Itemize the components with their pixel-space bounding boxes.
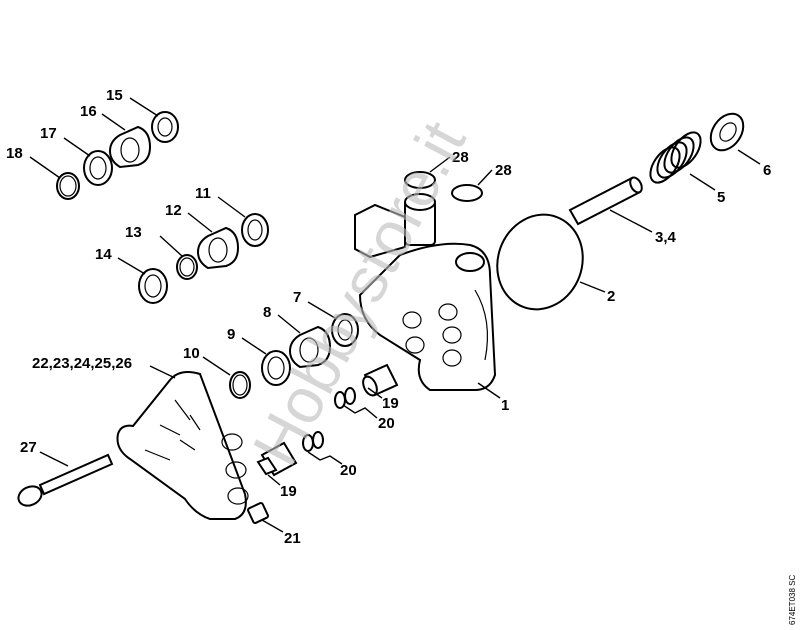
label-7: 7: [293, 289, 301, 306]
label-11: 11: [195, 185, 211, 202]
ring-13: [176, 254, 198, 280]
label-15: 15: [106, 87, 123, 104]
label-17: 17: [40, 125, 57, 142]
label-19a: 19: [382, 395, 399, 412]
o-ring-28b: [451, 184, 483, 202]
label-18: 18: [6, 145, 23, 162]
label-12: 12: [165, 202, 182, 219]
label-8: 8: [263, 304, 271, 321]
cylinder-head-22-26: [116, 371, 249, 520]
seal-14: [138, 268, 168, 304]
o-ring-28a: [404, 171, 436, 189]
pump-housing-1: [354, 193, 497, 391]
label-22-26: 22,23,24,25,26: [32, 355, 132, 372]
seal-15: [151, 111, 179, 143]
valve-19a: [362, 363, 399, 397]
seal-12: [196, 226, 240, 270]
seal-8: [288, 325, 332, 369]
valve-19b: [256, 441, 298, 477]
label-28a: 28: [452, 149, 469, 166]
ring-18: [56, 172, 80, 200]
spring-retainer-6: [709, 112, 745, 152]
label-16: 16: [80, 103, 97, 120]
label-14: 14: [95, 246, 112, 263]
drawing-code: 674ET038 SC: [788, 575, 797, 625]
label-2: 2: [607, 288, 615, 305]
seal-16: [108, 125, 152, 169]
label-13: 13: [125, 224, 142, 241]
ring-10: [229, 371, 251, 399]
o-rings-20a: [334, 387, 356, 409]
label-28b: 28: [495, 162, 512, 179]
o-ring-2: [496, 213, 584, 311]
label-9: 9: [227, 326, 235, 343]
piston-3-4: [568, 176, 643, 226]
leader-lines: [29, 97, 761, 533]
label-5: 5: [717, 189, 725, 206]
label-3-4: 3,4: [655, 229, 677, 246]
seal-17: [83, 150, 113, 186]
seal-11: [241, 213, 269, 247]
seal-7: [331, 313, 359, 347]
label-20a: 20: [378, 415, 395, 432]
label-6: 6: [763, 162, 771, 179]
label-19b: 19: [280, 483, 297, 500]
label-1: 1: [501, 397, 509, 414]
bolt-27: [17, 453, 114, 507]
label-27: 27: [20, 439, 37, 456]
label-10: 10: [183, 345, 200, 362]
label-20b: 20: [340, 462, 357, 479]
label-21: 21: [284, 530, 301, 547]
spring-5: [649, 131, 702, 184]
seal-9: [261, 350, 291, 386]
plug-21: [247, 502, 269, 524]
o-rings-20b: [302, 431, 324, 452]
